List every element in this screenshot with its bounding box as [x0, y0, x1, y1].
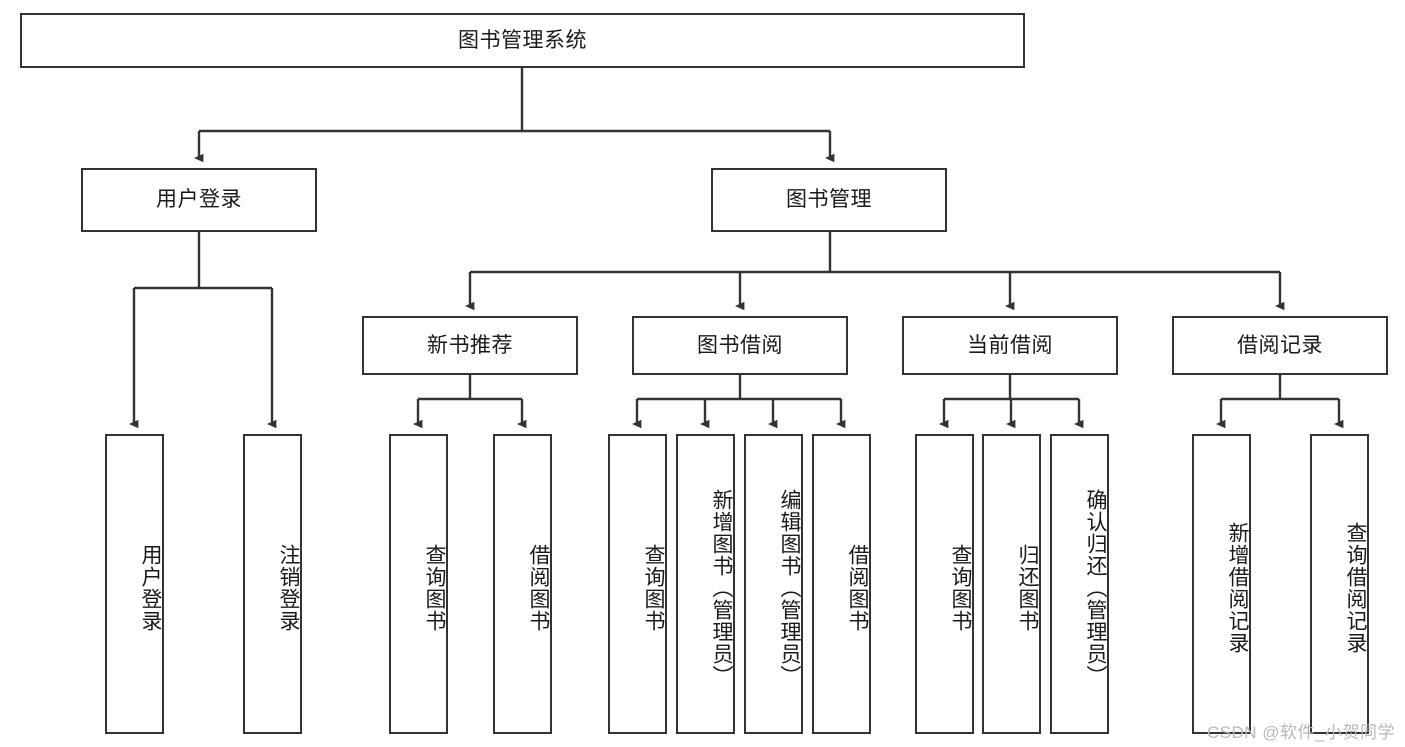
node-user-login[interactable]: 用户登录 [81, 168, 317, 232]
watermark: CSDN @软件_小贺同学 [1206, 723, 1395, 742]
leaf-query-borrow-record[interactable]: 查询借阅记录 [1310, 434, 1369, 734]
node-borrow-records[interactable]: 借阅记录 [1172, 316, 1388, 375]
node-label: 用户登录 [139, 544, 162, 632]
node-label: 图书管理 [786, 188, 872, 212]
node-label: 图书借阅 [697, 333, 783, 357]
leaf-borrow-book[interactable]: 借阅图书 [812, 434, 871, 734]
node-label: 确认归还（管理员） [1084, 489, 1107, 687]
leaf-user-login[interactable]: 用户登录 [105, 434, 164, 734]
node-label: 当前借阅 [967, 333, 1053, 357]
node-label: 编辑图书（管理员） [778, 489, 801, 687]
node-label: 图书管理系统 [458, 28, 587, 52]
node-new-book-recommend[interactable]: 新书推荐 [362, 316, 578, 375]
node-label: 借阅记录 [1237, 333, 1323, 357]
leaf-add-book-admin[interactable]: 新增图书（管理员） [676, 434, 735, 734]
node-label: 查询借阅记录 [1344, 522, 1367, 654]
node-current-borrow[interactable]: 当前借阅 [902, 316, 1118, 375]
node-label: 查询图书 [642, 544, 665, 632]
leaf-confirm-return-admin[interactable]: 确认归还（管理员） [1050, 434, 1109, 734]
leaf-logout[interactable]: 注销登录 [243, 434, 302, 734]
leaf-borrow-book-recommend[interactable]: 借阅图书 [493, 434, 552, 734]
node-label: 借阅图书 [846, 544, 869, 632]
leaf-edit-book-admin[interactable]: 编辑图书（管理员） [744, 434, 803, 734]
leaf-query-book-borrow[interactable]: 查询图书 [608, 434, 667, 734]
leaf-add-borrow-record[interactable]: 新增借阅记录 [1192, 434, 1251, 734]
node-label: 借阅图书 [527, 544, 550, 632]
node-book-borrow[interactable]: 图书借阅 [632, 316, 848, 375]
leaf-query-book-recommend[interactable]: 查询图书 [389, 434, 448, 734]
node-label: 新增借阅记录 [1226, 522, 1249, 654]
node-book-management[interactable]: 图书管理 [711, 168, 947, 232]
node-label: 注销登录 [277, 544, 300, 632]
node-label: 归还图书 [1016, 544, 1039, 632]
node-root-book-management-system[interactable]: 图书管理系统 [20, 13, 1025, 68]
leaf-query-book-current[interactable]: 查询图书 [915, 434, 974, 734]
node-label: 新书推荐 [427, 333, 513, 357]
node-label: 查询图书 [423, 544, 446, 632]
node-label: 新增图书（管理员） [710, 489, 733, 687]
node-label: 查询图书 [949, 544, 972, 632]
leaf-return-book[interactable]: 归还图书 [982, 434, 1041, 734]
node-label: 用户登录 [156, 188, 242, 212]
